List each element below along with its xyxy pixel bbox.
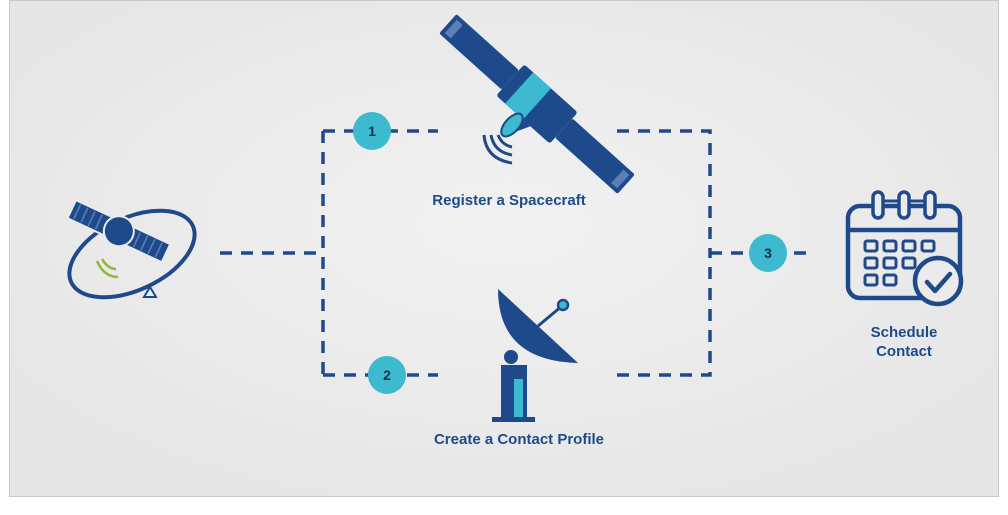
step-3-number: 3 [764, 245, 772, 261]
satellite-dish-icon [492, 289, 578, 422]
workflow-diagram: 1 2 3 [9, 0, 999, 497]
calendar-check-icon [845, 190, 964, 307]
connector-right-bottom [617, 253, 712, 377]
register-spacecraft-label: Register a Spacecraft [432, 192, 586, 209]
step-3-badge: 3 [749, 234, 787, 272]
step-1-number: 1 [368, 123, 376, 139]
step-2-badge: 2 [368, 356, 406, 394]
satellite-icon [439, 14, 635, 194]
schedule-contact-label-line2: Contact [876, 343, 932, 360]
schedule-contact-label: Schedule Contact [844, 323, 964, 361]
step-2-number: 2 [383, 367, 391, 383]
schedule-contact-label-line1: Schedule [870, 324, 938, 341]
diagram-canvas: 1 2 3 [10, 1, 998, 496]
step-1-badge: 1 [353, 112, 391, 150]
orbiting-satellite-icon [66, 198, 197, 300]
connector-right-top [617, 129, 712, 253]
create-contact-profile-label: Create a Contact Profile [433, 431, 605, 448]
